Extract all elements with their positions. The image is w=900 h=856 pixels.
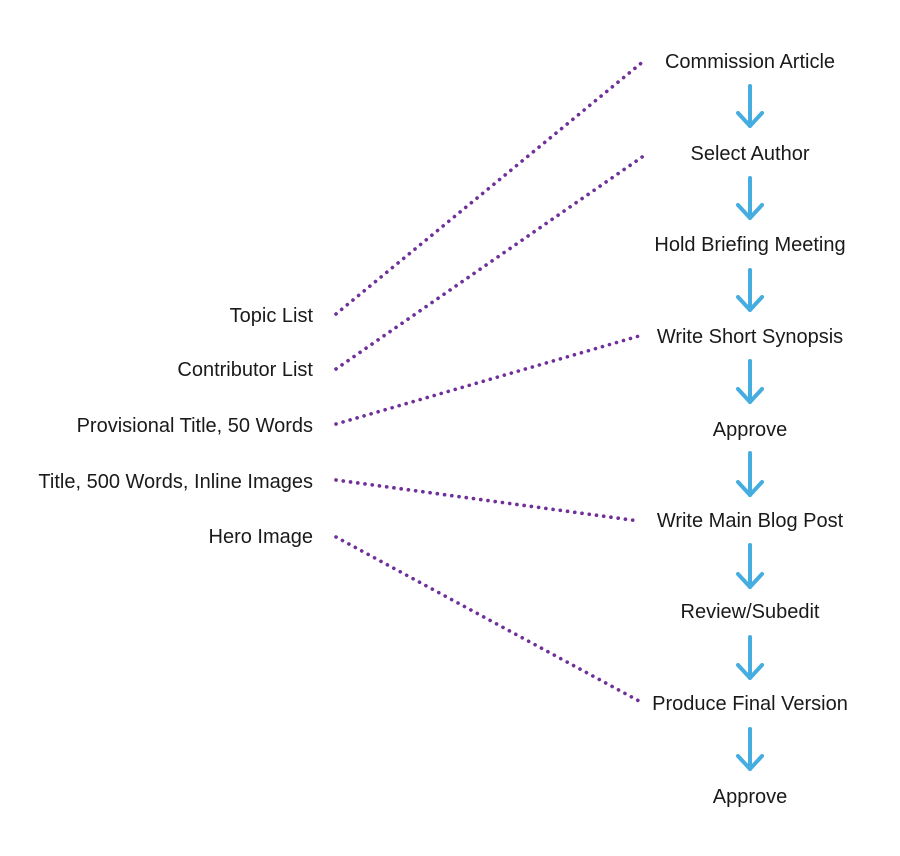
step-review-subedit: Review/Subedit: [680, 601, 820, 623]
step-commission-article: Commission Article: [664, 51, 836, 73]
step-approve-final: Approve: [712, 786, 788, 808]
flow-arrow-icon: [736, 176, 764, 220]
connector-hero-image: [334, 535, 641, 703]
artifact-contributor-list: Contributor List: [177, 359, 313, 381]
artifact-hero-image: Hero Image: [208, 526, 314, 548]
connector-provisional-title: [334, 334, 641, 426]
connector-title-500-words: [334, 478, 641, 523]
step-produce-final-version: Produce Final Version: [652, 693, 848, 715]
step-write-main-blog-post: Write Main Blog Post: [656, 510, 844, 532]
artifact-title-500-words: Title, 500 Words, Inline Images: [38, 471, 313, 493]
connector-topic-list: [334, 58, 647, 316]
flow-arrow-icon: [736, 268, 764, 312]
step-approve-synopsis: Approve: [712, 419, 788, 441]
flow-arrow-icon: [736, 635, 764, 680]
flow-arrow-icon: [736, 359, 764, 404]
flow-arrow-icon: [736, 451, 764, 497]
flow-arrow-icon: [736, 543, 764, 589]
artifact-provisional-title: Provisional Title, 50 Words: [76, 415, 313, 437]
step-select-author: Select Author: [690, 143, 810, 165]
step-hold-briefing-meeting: Hold Briefing Meeting: [654, 234, 846, 256]
connector-contributor-list: [334, 153, 647, 371]
flow-arrow-icon: [736, 727, 764, 771]
flow-arrow-icon: [736, 84, 764, 128]
step-write-short-synopsis: Write Short Synopsis: [656, 326, 844, 348]
artifact-topic-list: Topic List: [229, 305, 313, 327]
